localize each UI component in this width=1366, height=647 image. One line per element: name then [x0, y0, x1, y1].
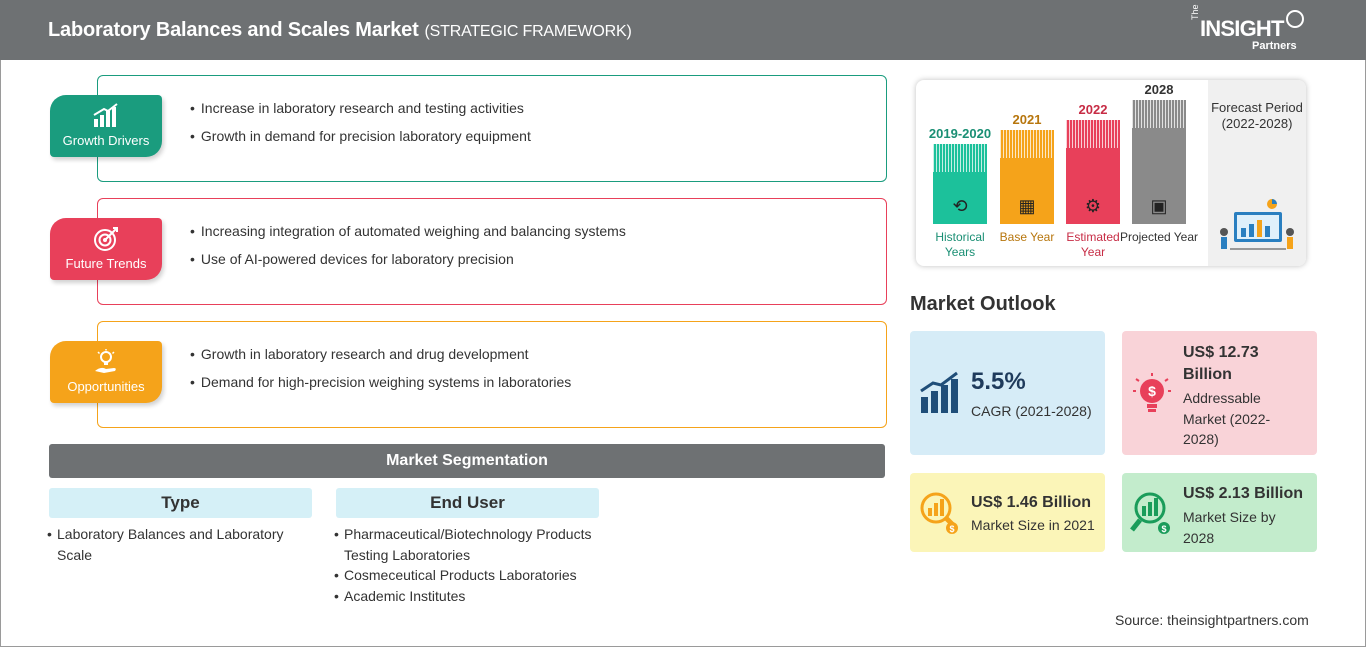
estimate-icon: ⚙ — [1084, 196, 1102, 216]
list-item: Use of AI-powered devices for laboratory… — [190, 245, 626, 273]
timeline-bar-stripes — [933, 144, 987, 172]
future-trends-label: Future Trends — [65, 256, 147, 271]
cagr-value: 5.5% — [971, 368, 1026, 395]
list-item: Pharmaceutical/Biotechnology Products Te… — [334, 524, 596, 565]
market-segmentation-bar: Market Segmentation — [49, 444, 885, 478]
timeline-column-2: 2021 ▦ — [1000, 112, 1054, 224]
segment-enduser-heading: End User — [336, 488, 599, 518]
market-size-2028-label: Market Size by 2028 — [1183, 509, 1276, 546]
segment-type-heading: Type — [49, 488, 312, 518]
timeline-year: 2019-2020 — [928, 126, 992, 141]
svg-text:$: $ — [1161, 524, 1166, 534]
addressable-market-value: US$ 12.73 Billion — [1183, 344, 1259, 383]
segment-enduser-list: Pharmaceutical/Biotechnology Products Te… — [334, 524, 596, 606]
market-size-2028-card: $ US$ 2.13 Billion Market Size by 2028 — [1122, 473, 1317, 552]
title-text: Laboratory Balances and Scales Market — [48, 19, 419, 41]
timeline-bar-stripes — [1132, 100, 1186, 128]
list-item: Laboratory Balances and Laboratory Scale — [47, 524, 307, 565]
timeline-column-4: 2028 ▣ — [1132, 82, 1186, 224]
svg-text:$: $ — [1148, 383, 1156, 399]
market-size-2028-value: US$ 2.13 Billion — [1183, 485, 1304, 502]
growth-drivers-tag: Growth Drivers — [50, 95, 162, 157]
svg-text:$: $ — [949, 524, 954, 534]
list-item: Growth in laboratory research and drug d… — [190, 340, 571, 368]
market-size-2021-card: $ US$ 1.46 Billion Market Size in 2021 — [910, 473, 1105, 552]
timeline-label: Projected Year — [1119, 230, 1199, 244]
growth-chart-icon — [920, 371, 958, 413]
logo-sub-text: Partners — [1252, 40, 1297, 52]
list-item: Cosmeceutical Products Laboratories — [334, 565, 596, 586]
addressable-market-label: Addressable Market (2022-2028) — [1183, 390, 1271, 447]
timeline-year: 2021 — [1012, 112, 1042, 127]
timeline-column-1: 2019-2020 ⟲ — [929, 126, 991, 224]
cagr-card: 5.5% CAGR (2021-2028) — [910, 331, 1105, 455]
forecast-period-label: Forecast Period (2022-2028) — [1211, 100, 1303, 131]
page-subtitle: (STRATEGIC FRAMEWORK) — [424, 23, 632, 40]
list-item: Academic Institutes — [334, 586, 596, 607]
timeline-bar-stripes — [1000, 130, 1054, 158]
forecast-period-panel: Forecast Period (2022-2028) — [1208, 80, 1306, 266]
magnifier-growth-icon: $ — [1130, 492, 1170, 534]
list-item: Demand for high-precision weighing syste… — [190, 368, 571, 396]
timeline-year: 2028 — [1144, 82, 1174, 97]
bar-chart-icon — [93, 103, 118, 127]
market-size-2021-label: Market Size in 2021 — [971, 517, 1095, 533]
opportunities-box: Growth in laboratory research and drug d… — [97, 321, 887, 428]
header-bar: Laboratory Balances and Scales Market (ST… — [0, 0, 1366, 60]
insight-partners-logo: The INSIGHT Partners — [1190, 4, 1320, 54]
growth-drivers-label: Growth Drivers — [62, 133, 150, 148]
list-item: Growth in demand for precision laborator… — [190, 122, 531, 150]
logo-ring-icon — [1286, 10, 1304, 28]
opportunities-label: Opportunities — [67, 379, 145, 394]
money-bulb-icon: $ — [1133, 373, 1171, 412]
analytics-people-icon — [1220, 199, 1294, 250]
addressable-market-card: $ US$ 12.73 Billion Addressable Market (… — [1122, 331, 1317, 455]
segment-type-list: Laboratory Balances and Laboratory Scale — [47, 524, 307, 565]
page-title: Laboratory Balances and Scales Market (ST… — [48, 19, 632, 42]
timeline-bar-stripes — [1066, 120, 1120, 148]
growth-drivers-box: Increase in laboratory research and test… — [97, 75, 887, 182]
timeline-label: Historical Years — [935, 230, 985, 259]
market-outlook-title: Market Outlook — [910, 293, 1056, 315]
timeline-year: 2022 — [1078, 102, 1108, 117]
list-item: Increase in laboratory research and test… — [190, 94, 531, 122]
market-size-2021-value: US$ 1.46 Billion — [971, 494, 1092, 511]
logo-main-text: INSIGHT — [1200, 16, 1284, 41]
future-trends-box: Increasing integration of automated weig… — [97, 198, 887, 305]
timeline-label: Base Year — [999, 230, 1055, 244]
lightbulb-hand-icon — [95, 349, 116, 373]
projection-icon: ▣ — [1150, 196, 1168, 216]
timeline-label: Estimated Year — [1066, 230, 1120, 259]
timeline-panel: Forecast Period (2022-2028) 2019-2020 ⟲ Hi… — [916, 80, 1306, 266]
timeline-column-3: 2022 ⚙ — [1066, 102, 1120, 224]
magnifier-chart-icon: $ — [920, 492, 958, 534]
opportunities-tag: Opportunities — [50, 341, 162, 403]
target-icon — [94, 227, 118, 251]
future-trends-tag: Future Trends — [50, 218, 162, 280]
source-credit: Source: theinsightpartners.com — [1115, 612, 1309, 628]
calendar-icon: ▦ — [1018, 196, 1036, 216]
cagr-label: CAGR (2021-2028) — [971, 403, 1092, 419]
logo-the-text: The — [1190, 4, 1200, 20]
history-icon: ⟲ — [952, 196, 968, 216]
list-item: Increasing integration of automated weig… — [190, 217, 626, 245]
